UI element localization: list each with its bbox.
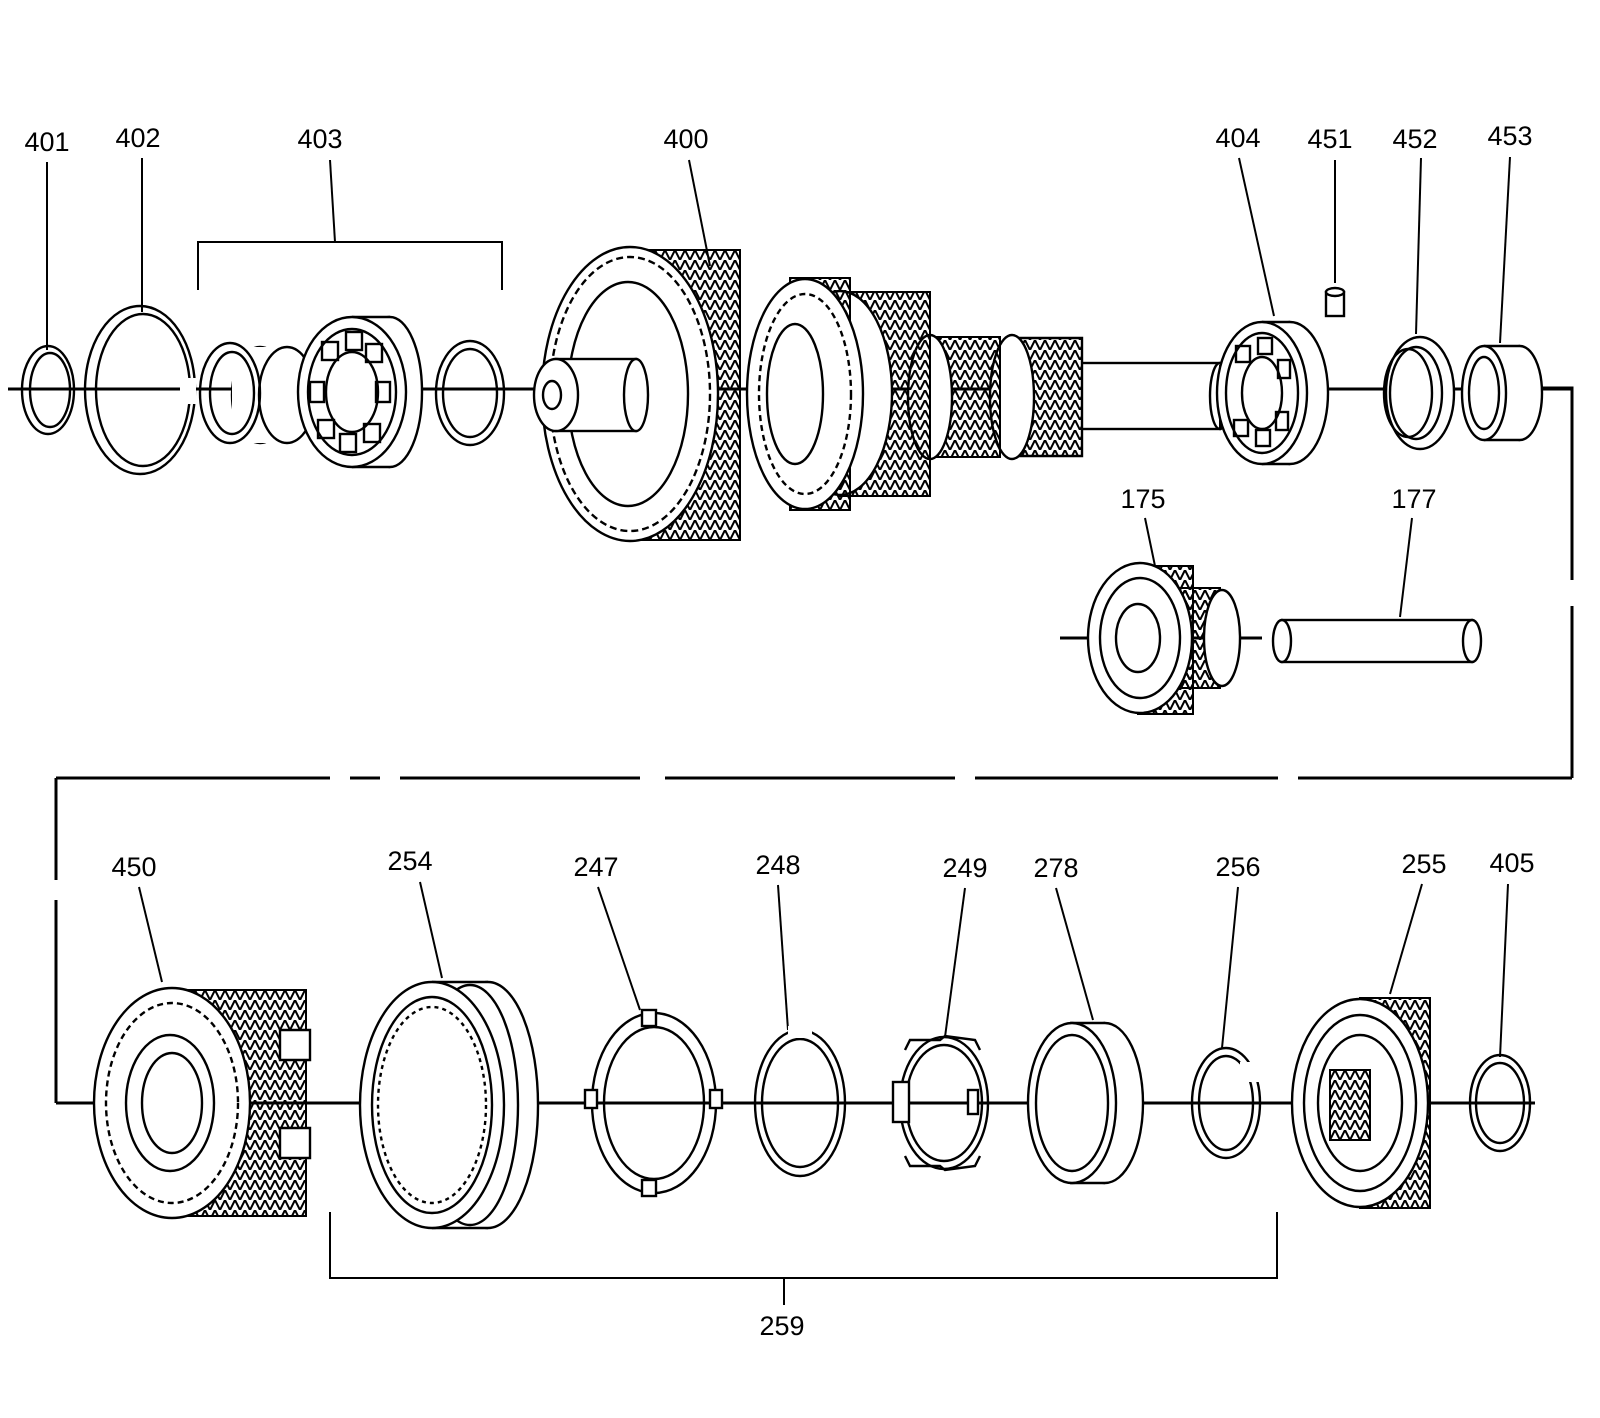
label-405: 405 <box>1489 848 1534 878</box>
label-177: 177 <box>1391 484 1436 514</box>
label-259: 259 <box>759 1311 804 1341</box>
part-247-blocker-ring <box>583 1008 724 1198</box>
label-452: 452 <box>1392 124 1437 154</box>
part-177-idler-shaft <box>1271 618 1483 664</box>
part-452-washer <box>1382 335 1456 451</box>
label-255: 255 <box>1401 849 1446 879</box>
label-278: 278 <box>1033 853 1078 883</box>
part-453-needle-bearing <box>1460 344 1544 442</box>
part-175-idler-gear <box>1086 561 1242 715</box>
label-404: 404 <box>1215 123 1260 153</box>
label-248: 248 <box>755 850 800 880</box>
label-401: 401 <box>24 127 69 157</box>
leader-lines <box>46 156 1511 1305</box>
part-255-gear <box>1290 997 1431 1209</box>
part-405-snap-ring <box>1468 1053 1532 1153</box>
part-400-gear-cluster <box>532 245 1241 543</box>
part-401-snap-ring <box>20 344 76 436</box>
part-249-key-ring <box>891 1034 990 1172</box>
label-402: 402 <box>115 123 160 153</box>
callout-labels: 401 402 403 400 404 451 452 453 175 177 … <box>24 121 1534 1341</box>
part-451-pin <box>1324 286 1346 318</box>
label-249: 249 <box>942 853 987 883</box>
label-451: 451 <box>1307 124 1352 154</box>
part-402-ring <box>83 304 197 476</box>
label-175: 175 <box>1120 484 1165 514</box>
part-278-cone <box>1026 1021 1145 1185</box>
part-450-gear <box>92 986 312 1220</box>
label-247: 247 <box>573 852 618 882</box>
part-256-snap-ring <box>1190 1046 1262 1160</box>
part-403-bearing-set <box>198 315 506 469</box>
part-254-sleeve <box>358 980 540 1230</box>
label-400: 400 <box>663 124 708 154</box>
part-404-bearing <box>1215 320 1330 466</box>
label-254: 254 <box>387 846 432 876</box>
part-248-ring <box>753 1026 847 1178</box>
label-256: 256 <box>1215 852 1260 882</box>
label-453: 453 <box>1487 121 1532 151</box>
label-403: 403 <box>297 124 342 154</box>
label-450: 450 <box>111 852 156 882</box>
